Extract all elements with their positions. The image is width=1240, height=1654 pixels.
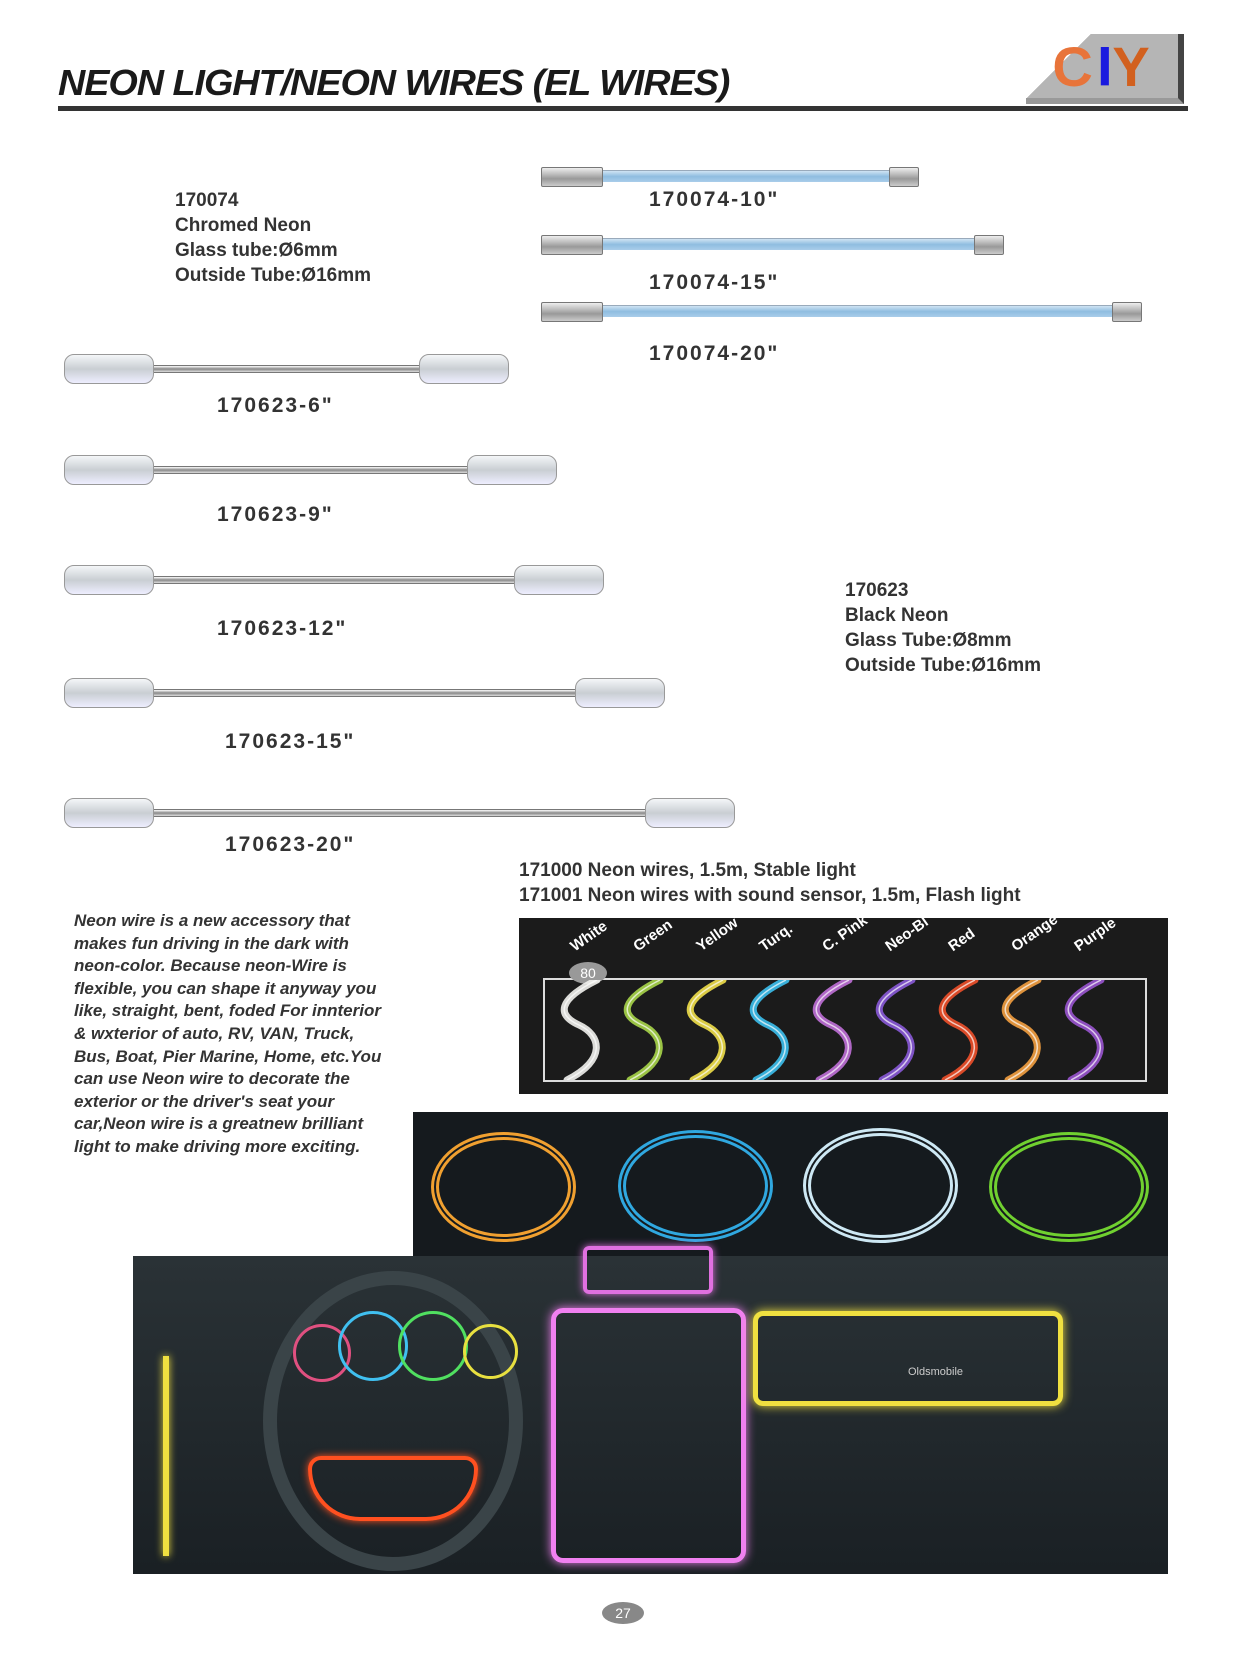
blue-neon-tube-10 [541, 167, 919, 187]
gauge [463, 1324, 518, 1379]
color-label: White [567, 917, 611, 955]
spec-outside: Outside Tube:Ø16mm [845, 655, 1042, 676]
neon-wire-sample [1001, 980, 1042, 1080]
product-label: 170623-15" [225, 730, 356, 753]
product-label: 170074-10" [649, 188, 780, 211]
product-label: 170074-15" [649, 271, 780, 294]
product-label: 170623-20" [225, 833, 356, 856]
orange-coil [431, 1132, 576, 1242]
neon-wire-coils-photo [413, 1112, 1168, 1258]
title-rule [58, 106, 1188, 111]
spec-name: Black Neon [845, 605, 949, 626]
blue-coil [618, 1130, 773, 1242]
black-neon-tube-9 [64, 455, 557, 485]
logo-i: I [1094, 34, 1113, 98]
neon-wires-info: 171000 Neon wires, 1.5m, Stable light 17… [519, 858, 1021, 908]
dashboard-brand: Oldsmobile [908, 1366, 964, 1378]
spec-outside: Outside Tube:Ø16mm [175, 265, 372, 286]
black-neon-tube-12 [64, 565, 604, 595]
product-label: 170623-6" [217, 394, 334, 417]
black-neon-tube-15 [64, 678, 665, 708]
spec-code: 170623 [845, 580, 909, 601]
black-neon-tube-20 [64, 798, 735, 828]
neon-wire-sample [938, 980, 979, 1080]
badge: 80 [569, 962, 607, 984]
color-swatch-panel: 80 White Green Yellow Turq. C. Pink Neo-Bl Red… [519, 911, 1168, 1094]
neon-glovebox-outline: Oldsmobile [753, 1311, 1063, 1406]
neon-wire-sample [686, 980, 727, 1080]
white-coil [803, 1128, 958, 1243]
blue-neon-tube-15 [541, 235, 1004, 255]
spec-code: 170074 [175, 190, 239, 211]
spec-glass: Glass tube:Ø6mm [175, 240, 338, 261]
color-label: Neo-Bl [882, 913, 932, 955]
black-neon-specs: 170623 Black Neon Glass Tube:Ø8mm Outsid… [845, 578, 1041, 678]
spec-glass: Glass Tube:Ø8mm [845, 630, 1012, 651]
wires-line-2: 171001 Neon wires with sound sensor, 1.5… [519, 885, 1021, 906]
neon-wire-sample [812, 980, 853, 1080]
color-label: Red [945, 924, 979, 955]
color-label: Green [630, 916, 676, 955]
chromed-neon-specs: 170074 Chromed Neon Glass tube:Ø6mm Outs… [175, 188, 371, 288]
wires-line-1: 171000 Neon wires, 1.5m, Stable light [519, 860, 856, 881]
neon-wire-sample [749, 980, 790, 1080]
neon-wire-sample [623, 980, 664, 1080]
dashboard-photo: Oldsmobile [133, 1246, 1168, 1574]
color-swatch-frame [543, 978, 1147, 1082]
product-label: 170623-12" [217, 617, 348, 640]
logo-y: Y [1112, 34, 1152, 98]
color-label: Orange [1008, 910, 1062, 955]
blue-neon-tube-20 [541, 302, 1142, 322]
green-coil [989, 1132, 1149, 1242]
color-label: Turq. [756, 920, 796, 955]
page-number: 27 [602, 1602, 644, 1624]
description-paragraph: Neon wire is a new accessory that makes … [74, 911, 382, 1156]
color-label: Purple [1071, 914, 1120, 955]
color-label: Yellow [693, 914, 742, 955]
logo-c: C [1052, 34, 1095, 98]
neon-vent-outline [583, 1246, 713, 1294]
neon-wire-sample [1064, 980, 1105, 1080]
black-neon-tube-6 [64, 354, 509, 384]
product-label: 170623-9" [217, 503, 334, 526]
neon-steering-accent [308, 1456, 478, 1521]
product-label: 170074-20" [649, 342, 780, 365]
page-title: NEON LIGHT/NEON WIRES (EL WIRES) [58, 62, 730, 103]
gauge [398, 1311, 468, 1381]
neon-wire-sample [560, 980, 601, 1080]
neon-wire-sample [875, 980, 916, 1080]
neon-console-outline [551, 1308, 746, 1563]
spec-name: Chromed Neon [175, 215, 312, 236]
neon-door-strip [163, 1356, 169, 1556]
color-label: C. Pink [819, 911, 871, 955]
steering-wheel [263, 1271, 523, 1571]
